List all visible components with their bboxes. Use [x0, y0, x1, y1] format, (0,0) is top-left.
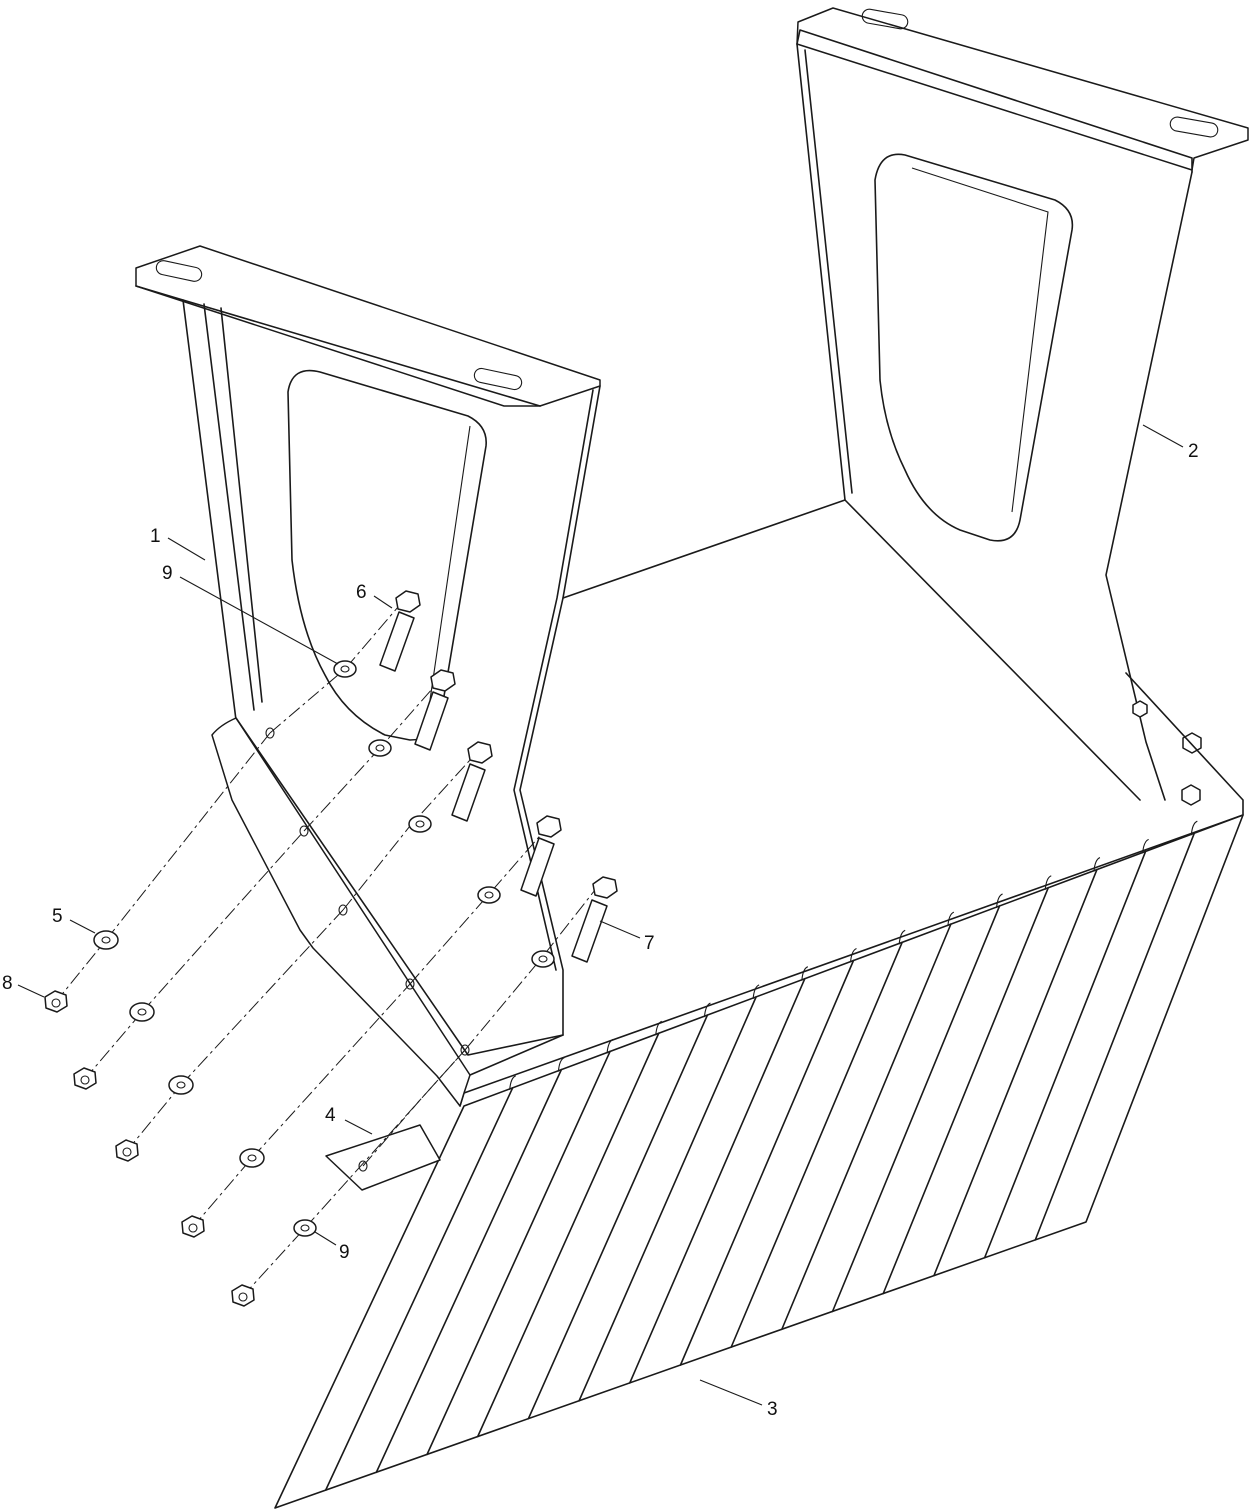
- callout-3: 3: [767, 1399, 778, 1420]
- callout-4: 4: [325, 1105, 336, 1126]
- hardware: [44, 590, 618, 1307]
- slat-line: [629, 977, 806, 1384]
- slat-hinge: [655, 1020, 663, 1036]
- slat-line: [933, 868, 1098, 1277]
- deflector-slats: [324, 820, 1198, 1491]
- slat-line: [375, 1068, 563, 1474]
- slat-line: [882, 886, 1050, 1295]
- callout-6: 6: [356, 582, 367, 603]
- slat-line: [831, 905, 1001, 1313]
- slat-hinge: [703, 1002, 711, 1018]
- slat-hinge: [1142, 838, 1149, 854]
- bolt-6: [379, 590, 421, 672]
- loose-washers: [93, 930, 317, 1237]
- slat-hinge: [1093, 857, 1101, 872]
- slat-hinge: [509, 1075, 516, 1090]
- slat-hinge: [801, 966, 809, 981]
- slat-hinge: [606, 1038, 614, 1054]
- slat-line: [679, 959, 855, 1366]
- slat-hinge: [996, 893, 1003, 908]
- washers-on-plate: [333, 660, 555, 968]
- slat-line: [476, 1032, 660, 1438]
- left-mounting-bracket: [135, 245, 601, 1107]
- slat-line: [527, 1014, 709, 1420]
- callout-7: 7: [644, 933, 655, 954]
- slat-line: [730, 941, 903, 1348]
- slat-hinge: [1190, 820, 1198, 836]
- slat-hinge: [947, 911, 955, 927]
- callouts: 1 2 3 4 5 6 7 8 9 9: [2, 424, 1199, 1420]
- slat-hinge: [1044, 875, 1052, 890]
- bolt: [520, 815, 562, 897]
- callout-9-upper: 9: [162, 563, 173, 584]
- slat-hinge: [849, 947, 857, 963]
- slat-line: [781, 923, 952, 1331]
- slat-hinge: [557, 1057, 565, 1072]
- strap-plate: [325, 1124, 441, 1191]
- slat-line: [1034, 832, 1196, 1241]
- callout-1: 1: [150, 526, 161, 547]
- bolt-7: [571, 876, 618, 963]
- slat-line: [324, 1087, 514, 1491]
- deflector-body: [274, 499, 1244, 1509]
- slat-hinge: [752, 984, 760, 999]
- slat-line: [983, 850, 1147, 1259]
- bolt: [451, 741, 493, 822]
- bolt: [414, 669, 456, 751]
- lock-nuts: [44, 990, 255, 1307]
- assembly-lines: [54, 599, 596, 1298]
- slat-line: [426, 1050, 611, 1456]
- callout-9-lower: 9: [339, 1242, 350, 1263]
- slat-line: [578, 996, 757, 1402]
- right-mounting-bracket: [796, 7, 1249, 806]
- callout-2: 2: [1188, 441, 1199, 462]
- callout-5: 5: [52, 906, 63, 927]
- tab-holes: [265, 727, 470, 1056]
- slat-hinge: [898, 929, 906, 945]
- callout-8: 8: [2, 973, 13, 994]
